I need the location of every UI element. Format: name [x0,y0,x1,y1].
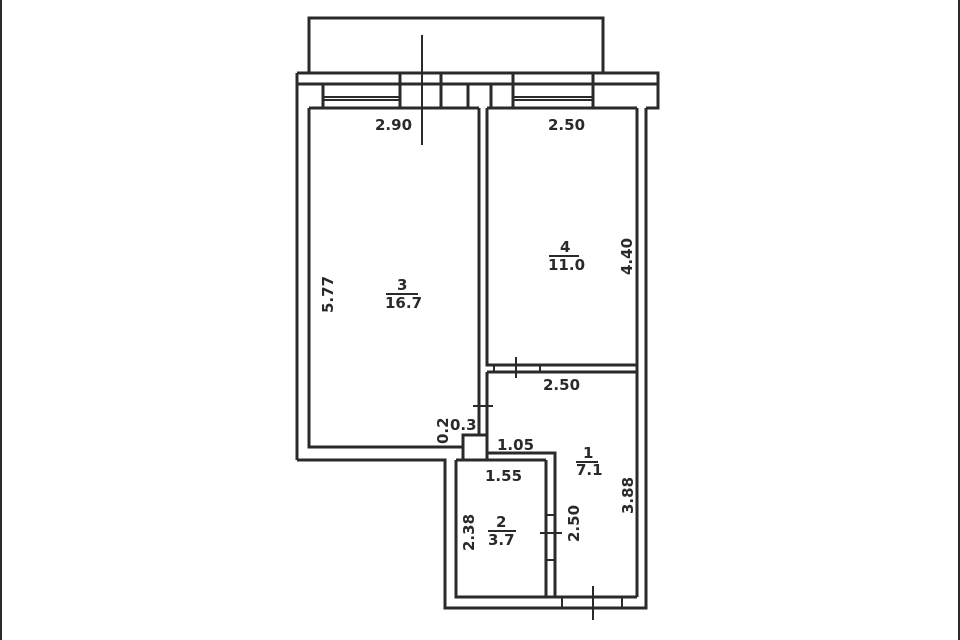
dim-shaft-depth: 0.2 [434,417,452,444]
dim-room1-width: 2.50 [543,376,580,394]
room4-number: 4 [560,238,570,256]
dim-shaft-width: 0.3 [450,416,477,434]
room1-number: 1 [583,444,593,462]
dim-room2-width: 1.55 [485,467,522,485]
dim-room4-length: 4.40 [618,238,636,275]
room4-area: 11.0 [548,256,585,274]
balcony [307,16,605,75]
room3-area: 16.7 [385,294,422,312]
room2-area: 3.7 [488,531,515,549]
exterior-top-wall [295,35,660,460]
room1-area: 7.1 [576,461,603,479]
dim-room1-length: 3.88 [619,477,637,514]
dim-room2-length: 2.38 [460,514,478,551]
frame-left-edge [0,0,2,640]
dim-room1-nook: 1.05 [497,436,534,454]
dim-room2-side: 2.50 [565,505,583,542]
dim-room3-width: 2.90 [375,116,412,134]
frame-right-edge [958,0,960,640]
walls [297,108,648,620]
dim-room4-width: 2.50 [548,116,585,134]
room3-number: 3 [397,276,407,294]
room2-number: 2 [496,513,506,531]
dim-room3-length: 5.77 [319,276,337,313]
